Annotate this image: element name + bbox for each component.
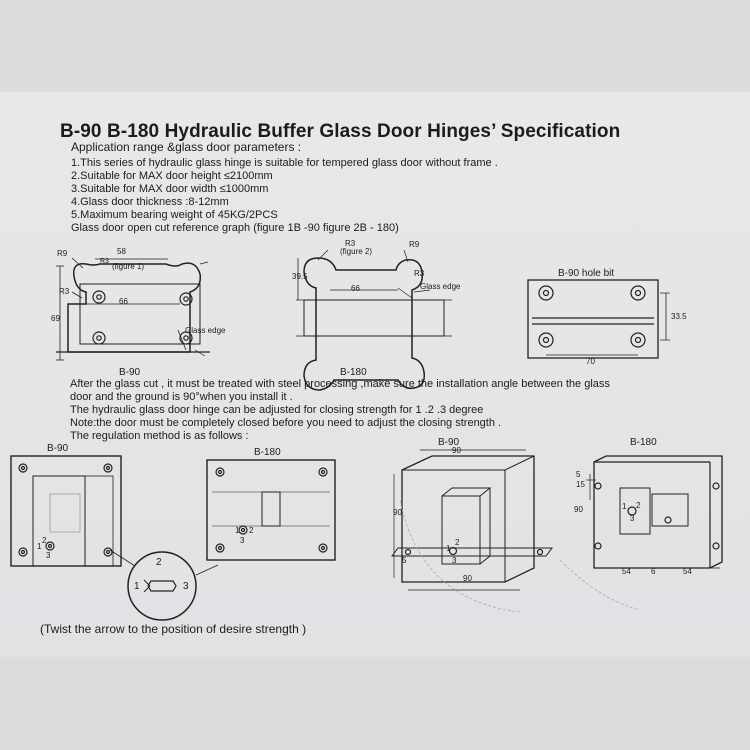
iso-b180-dim-15: 15 [576,480,585,489]
application-item-4: 4.Glass door thickness :8-12mm [71,196,229,208]
hole-bit-drawing [527,279,670,359]
fig1-r3-side-label: R3 [59,287,70,296]
b90-pos-3: 3 [46,551,51,560]
iso-b90-drawing [391,449,553,591]
fig2-dim-66: 66 [351,284,360,293]
fig1-dim-58: 58 [117,247,126,256]
fig1-figure-label: (figure 1) [112,262,145,271]
specification-sheet [0,92,750,657]
regulation-b180-drawing [206,459,336,561]
fig1-dim-69: 69 [51,314,60,323]
fig1-r3-top-label: R3 [100,258,109,265]
twist-note: (Twist the arrow to the position of desi… [40,622,307,636]
iso-b180-dim-90: 90 [574,505,583,514]
fig2-r9-label: R9 [409,240,420,249]
iso-b90-pos-1: 1 [446,544,451,553]
iso-b180-pos-1: 1 [622,502,627,511]
fig2-r3-label: R3 [345,239,356,248]
dial-pos-3: 3 [183,581,189,592]
iso-b180-drawing [586,455,723,569]
iso-b180-dim-54b: 54 [683,567,692,576]
fig2-r3-side-label: R3 [414,269,425,278]
bottom-margin [0,657,750,750]
note-line-4: Note:the door must be completely closed … [70,417,502,429]
application-item-5: 5.Maximum bearing weight of 45KG/2PCS [71,209,278,221]
b90-pos-1: 1 [37,542,42,551]
iso-b90-model: B-90 [438,437,460,448]
hole-bit-dim-33-5: 33.5 [671,312,687,321]
iso-b90-dim-5: 5 [402,556,407,565]
note-line-1: After the glass cut , it must be treated… [70,378,610,390]
iso-b180-dim-5: 5 [576,470,581,479]
figure-1-drawing [56,257,210,361]
fig2-model-label: B-180 [340,367,367,378]
application-item-2: 2.Suitable for MAX door height ≤2100mm [71,170,273,182]
b180-pos-3: 3 [240,536,245,545]
regulation-b180-label: B-180 [254,447,281,458]
iso-b180-dim-6: 6 [651,567,656,576]
fig2-glass-edge-label: Glass edge [420,282,461,291]
page-title: B-90 B-180 Hydraulic Buffer Glass Door H… [60,121,621,142]
regulation-b90-label: B-90 [47,443,69,454]
adjustment-dial [109,549,219,621]
hole-bit-dim-70: 70 [586,357,595,366]
b180-pos-2: 2 [249,526,254,535]
fig1-r9-label: R9 [57,249,68,258]
iso-b90-dim-bottom: 90 [463,574,472,583]
note-line-2: door and the ground is 90°when you insta… [70,391,293,403]
fig1-model-label: B-90 [119,367,141,378]
dial-pos-2: 2 [156,557,162,568]
top-margin [0,0,750,92]
figure-2-drawing [296,249,452,391]
b180-pos-1: 1 [235,526,240,535]
iso-b90-dim-side: 90 [393,508,402,517]
graph-heading: Glass door open cut reference graph (fig… [71,222,399,234]
fig2-dim-39-5: 39.5 [292,272,308,281]
dial-pos-1: 1 [134,581,140,592]
iso-b90-dim-top: 90 [452,446,461,455]
application-heading: Application range &glass door parameters… [71,140,302,154]
note-line-3: The hydraulic glass door hinge can be ad… [70,404,484,416]
application-item-3: 3.Suitable for MAX door width ≤1000mm [71,183,269,195]
regulation-b90-drawing [10,455,122,567]
fig2-figure-label: (figure 2) [340,247,373,256]
application-item-1: 1.This series of hydraulic glass hinge i… [71,157,498,169]
fig1-dim-66: 66 [119,297,128,306]
iso-b180-pos-2: 2 [636,501,641,510]
b90-pos-2: 2 [42,536,47,545]
fig1-glass-edge-label: Glass edge [185,326,226,335]
iso-b180-model: B-180 [630,437,657,448]
iso-b180-dim-54a: 54 [622,567,631,576]
iso-b90-pos-3: 3 [452,556,457,565]
iso-b180-pos-3: 3 [630,514,635,523]
note-line-5: The regulation method is as follows : [70,430,249,442]
hole-bit-title: B-90 hole bit [558,268,615,279]
iso-b90-pos-2: 2 [455,538,460,547]
